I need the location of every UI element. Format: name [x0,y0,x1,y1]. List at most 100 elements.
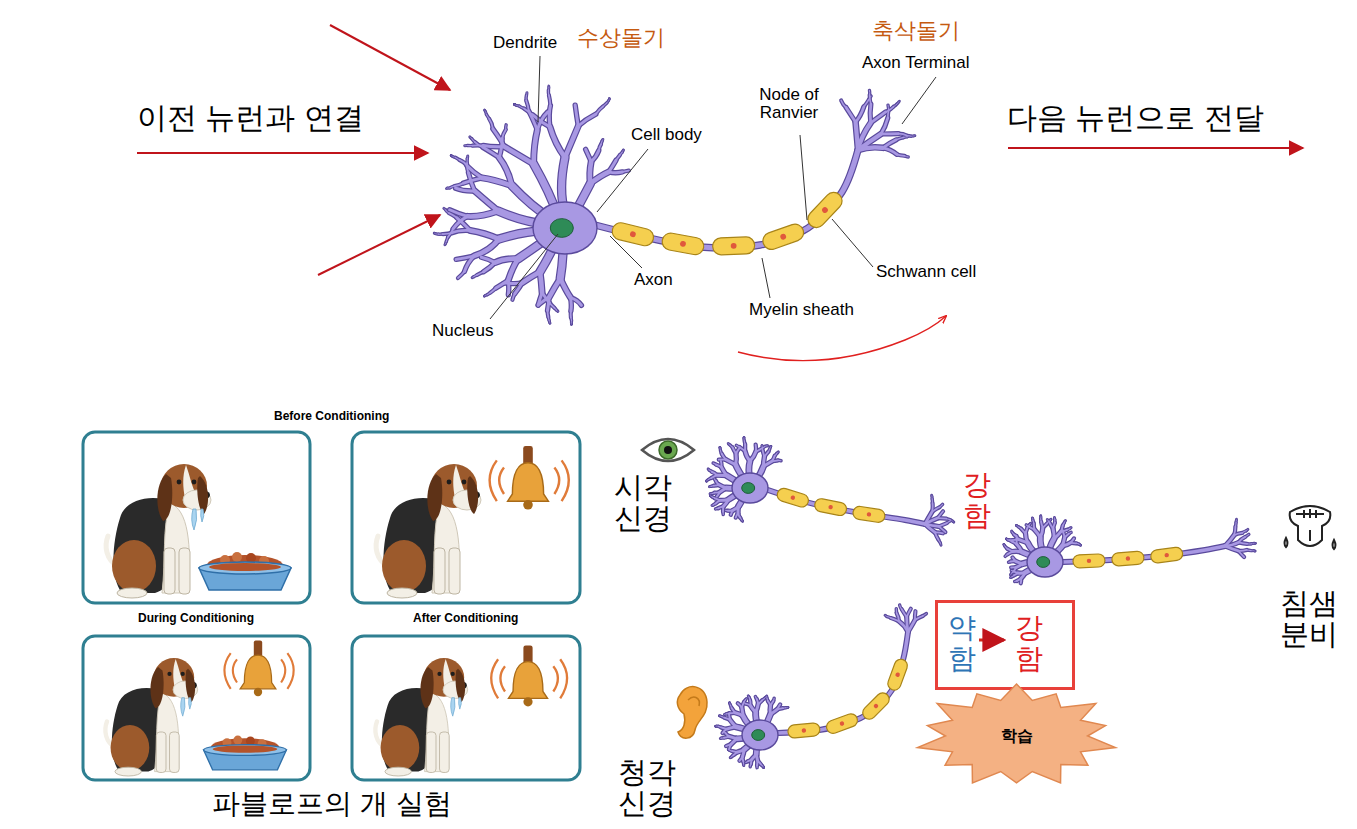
neuron-branch [846,108,855,123]
neuron-branch [1238,550,1247,551]
neuron-branch [947,521,951,523]
neuron-branch [516,105,517,107]
neuron-branch [1253,550,1254,551]
part-label: Cell body [631,125,702,145]
neuron-branch [743,438,744,440]
neuron-branch [505,125,507,130]
part-label: 수상돌기 [577,25,665,50]
neuron-branch [1225,546,1238,551]
neuron-branch [766,695,767,696]
neuron-branch [762,766,764,768]
neuron-branch [548,317,550,320]
neuron-branch [932,499,933,503]
neuron-branch [710,493,712,494]
neuron-branch [913,135,914,136]
neuron-branch [1003,543,1006,546]
neuron-branch [715,725,718,728]
neuron-branch [499,139,502,158]
neuron-branch [713,463,716,464]
neuron-branch [1007,549,1012,552]
neuron-branch [841,100,846,107]
neuron-branch [609,170,622,174]
neuron-branch [908,620,915,632]
neuron-branch [755,697,756,699]
part-label: Myelin sheath [749,300,854,320]
neuron-branch [763,767,764,768]
neuron-branch [746,761,748,762]
neuron-branch [1254,543,1255,544]
myelin-segment [1073,554,1106,568]
neuron-branch [1016,525,1017,526]
myelin-sheath [825,712,860,735]
neuron-branch [1040,515,1043,518]
neuron-branch [730,756,732,758]
neuron-branch [596,106,603,114]
neuron-branch [1063,521,1067,522]
neuron-branch [770,445,773,448]
drool-drops [181,698,192,716]
neuron-branch [713,463,716,464]
neuron-branch [1003,543,1006,546]
neuron-branch [465,144,468,147]
neuron-branch [586,149,592,161]
neuron-branch [770,445,772,447]
neuron-branch [601,139,605,141]
highlight-box: 약함강함 [935,600,1075,690]
leader-line [762,258,770,298]
neuron-branch [728,443,730,445]
neuron-branch [730,720,736,727]
neuron-branch [444,208,446,209]
cell-body [1027,547,1063,577]
neuron-branch [549,323,550,324]
neuron-branch [1054,531,1061,538]
neuron-branch [571,324,572,325]
neuron-branch [742,764,745,767]
neuron-branch [608,100,610,101]
neuron-branch [1017,544,1022,552]
neuron-branch [770,446,771,447]
neuron-branch [1246,529,1248,530]
neuron-branch [484,295,486,296]
neuron-branch [766,697,767,698]
neuron-branch [472,139,475,142]
neuron-branch [705,480,707,482]
neuron-branch [557,310,558,311]
neuron-branch [1008,539,1009,541]
neuron-branch [1063,543,1071,546]
neuron-branch [550,303,555,307]
neuron-branch [1012,575,1014,576]
neuron-branch [729,704,731,705]
neuron-branch [717,725,718,728]
neuron-branch [571,324,572,325]
neuron-branch [537,112,548,130]
part-label: 축삭돌기 [872,18,960,43]
neuron-branch [765,695,768,698]
neuron-branch [720,498,729,502]
neuron-branch [783,707,786,709]
neuron-branch [438,234,443,235]
neuron-branch [720,461,723,467]
neuron-branch [745,699,747,700]
neuron-branch [1012,533,1014,535]
neuron-branch [472,276,474,278]
neuron-branch [609,98,610,99]
neuron-branch [939,543,943,545]
neuron-branch [883,140,896,148]
neuron-branch [770,446,771,447]
neuron-branch [720,449,721,451]
neuron-branch [458,271,464,278]
neuron-branch [714,491,719,493]
neuron-branch [719,447,720,448]
neuron-branch [914,135,916,136]
neuron-branch [742,707,744,716]
neuron-branch [1010,574,1011,575]
leader-line [902,77,936,124]
neuron-branch [1070,527,1071,529]
neuron-branch [907,135,911,137]
neuron-branch [1010,531,1014,532]
neuron-branch [484,263,495,272]
neuron-branch [456,256,474,260]
neuron-branch [1015,579,1017,583]
neuron-branch [763,767,764,768]
neuron-fill [1004,516,1256,583]
